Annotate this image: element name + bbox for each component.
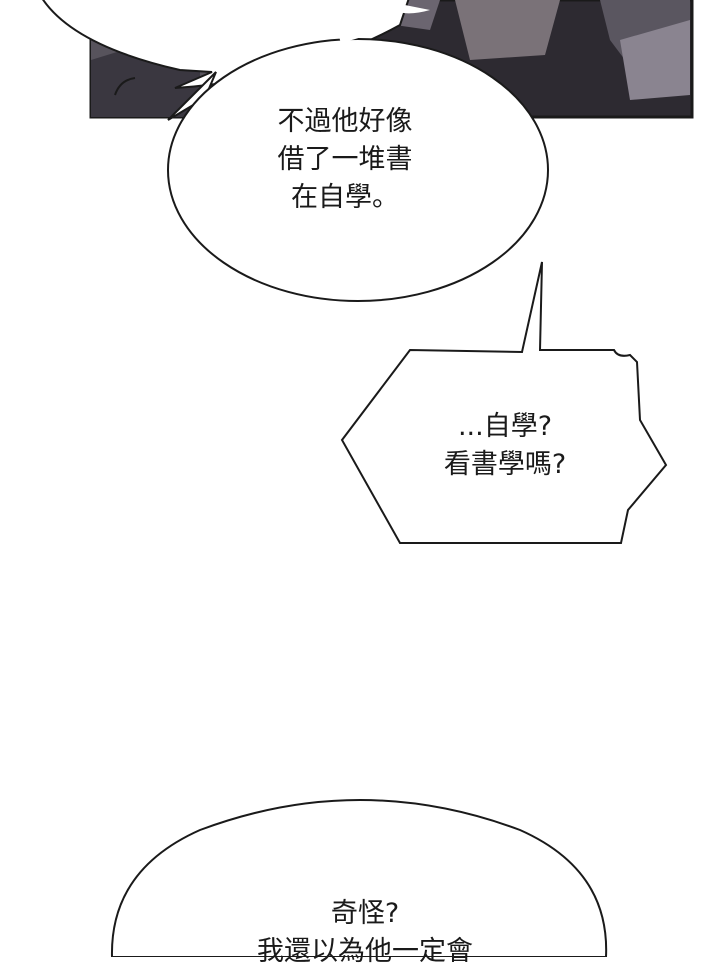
speech-text-3: 奇怪? 我還以為他一定會 [190, 895, 540, 971]
speech-bubble-2 [340, 261, 668, 544]
speech-line: ...自學? [457, 411, 553, 442]
speech-line: 不過他好像 [277, 106, 413, 137]
speech-text-1: 不過他好像借了一堆書在自學。 [250, 103, 440, 217]
speech-line: 在自學。 [291, 182, 399, 213]
speech-line: 借了一堆書 [277, 144, 413, 175]
speech-bubble-1 [167, 0, 549, 302]
speech-line: 看書學嗎? [443, 449, 567, 480]
speech-text-2: ...自學? 看書學嗎? [420, 408, 590, 484]
speech-line: 奇怪? [330, 898, 400, 929]
speech-bubble-3 [110, 798, 608, 957]
speech-line: 我還以為他一定會 [257, 936, 473, 967]
